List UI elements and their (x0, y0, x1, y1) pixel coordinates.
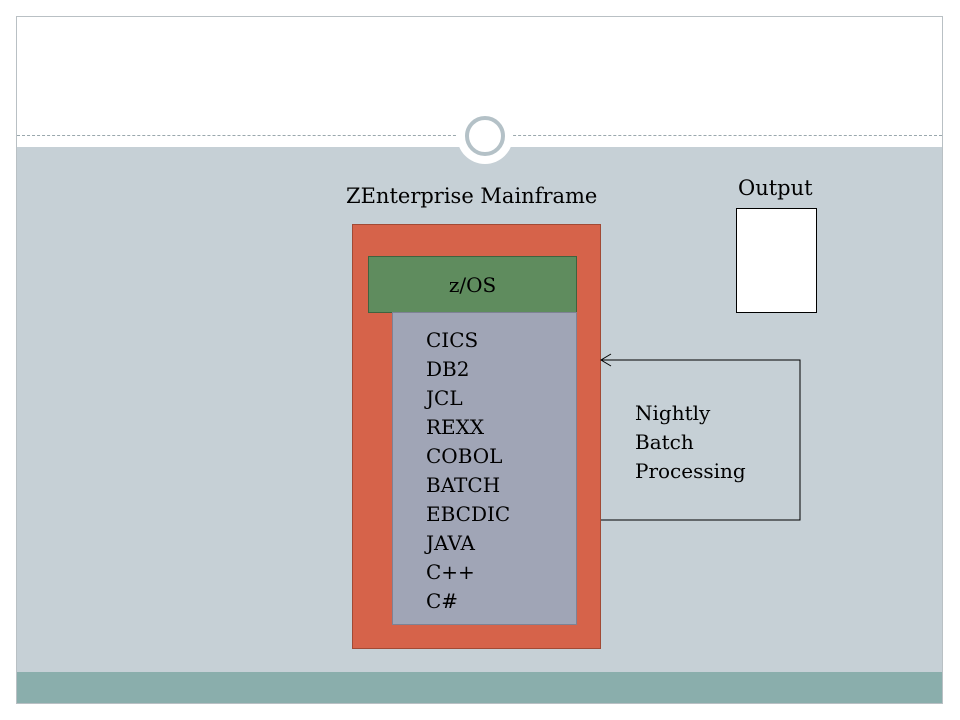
zos-label: z/OS (448, 272, 497, 297)
application-item: JCL (426, 386, 463, 410)
process-label: Nightly Batch Processing (635, 399, 746, 486)
mainframe-title: ZEnterprise Mainframe (346, 184, 598, 208)
application-item: C++ (426, 560, 475, 584)
application-item: BATCH (426, 473, 501, 497)
loop-connector (601, 359, 801, 521)
application-item: EBCDIC (426, 502, 511, 526)
output-document (736, 208, 817, 313)
application-item: DB2 (426, 357, 470, 381)
application-item: JAVA (426, 531, 475, 555)
process-line: Batch (635, 430, 694, 454)
footer-band (17, 672, 942, 703)
applications-box (392, 312, 577, 625)
process-line: Nightly (635, 401, 711, 425)
application-item: CICS (426, 328, 479, 352)
application-list: CICS DB2 JCL REXX COBOL BATCH EBCDIC JAV… (426, 326, 510, 616)
zos-box: z/OS (368, 256, 577, 313)
output-title: Output (738, 176, 813, 200)
process-line: Processing (635, 459, 746, 483)
application-item: COBOL (426, 444, 503, 468)
application-item: REXX (426, 415, 485, 439)
application-item: C# (426, 589, 459, 613)
arrowhead-icon (600, 353, 612, 367)
ring-ornament-icon (465, 116, 505, 156)
